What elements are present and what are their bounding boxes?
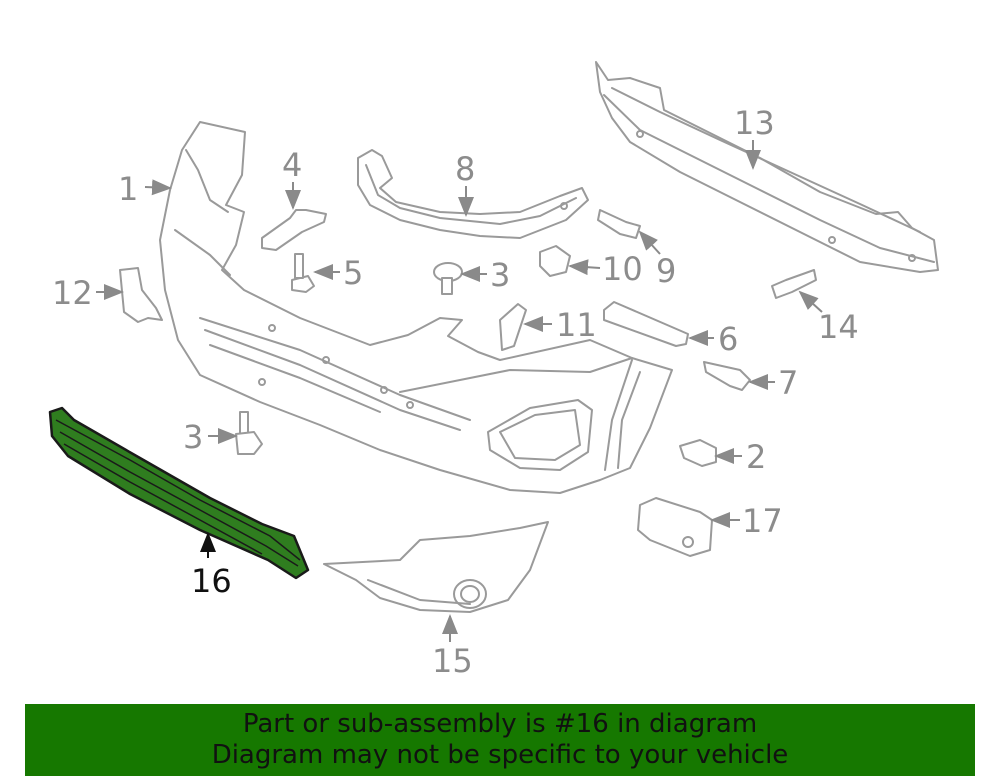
callout-4: 4 [282, 146, 302, 184]
screw-part-9 [597, 209, 641, 239]
strip-part-6 [603, 301, 689, 347]
bracket-part-8 [357, 149, 589, 239]
callout-1: 1 [118, 170, 138, 208]
lower-grille-part-16 [48, 406, 310, 580]
callout-3-lower: 3 [183, 418, 203, 456]
parts-diagram: 1 4 8 13 12 5 3 10 9 14 11 6 7 3 2 17 15… [48, 61, 939, 680]
clip-part-3-upper [433, 262, 463, 295]
banner-line-2: Diagram may not be specific to your vehi… [211, 740, 789, 770]
bumper-cover-part-1 [159, 121, 673, 494]
arrow-1 [144, 179, 172, 196]
callout-labels: 1 4 8 13 12 5 3 10 9 14 11 6 7 3 2 17 15… [52, 104, 859, 680]
callout-3-upper: 3 [490, 256, 510, 294]
screw-part-7 [703, 361, 751, 391]
callout-15: 15 [432, 642, 473, 680]
tab-part-11 [499, 303, 527, 351]
clip-part-2 [679, 439, 717, 467]
bolt-part-3-lower [235, 411, 263, 455]
callout-16: 16 [191, 562, 232, 600]
arrow-10 [568, 259, 601, 276]
side-bracket-part-12 [119, 267, 163, 323]
callout-7: 7 [778, 364, 798, 402]
callout-12: 12 [52, 274, 93, 312]
sensor-part-17 [637, 497, 713, 557]
arrow-14 [798, 290, 823, 313]
callout-17: 17 [742, 502, 783, 540]
callout-13: 13 [734, 104, 775, 142]
bolt-part-5 [291, 253, 315, 293]
callout-11: 11 [556, 306, 597, 344]
bolt-part-14 [771, 269, 817, 299]
banner-line-1: Part or sub-assembly is #16 in diagram [242, 709, 758, 739]
leader-arrows [96, 140, 823, 642]
callout-8: 8 [455, 150, 475, 188]
bracket-part-4 [261, 209, 327, 251]
callout-2: 2 [746, 438, 766, 476]
info-banner: Part or sub-assembly is #16 in diagram D… [25, 704, 975, 776]
fog-bezel-part-15 [323, 521, 549, 613]
callout-6: 6 [718, 320, 738, 358]
nut-part-10 [539, 245, 571, 277]
callout-14: 14 [818, 308, 859, 346]
arrow-9 [638, 230, 661, 255]
callout-9: 9 [656, 252, 676, 290]
callout-10: 10 [602, 250, 643, 288]
callout-5: 5 [343, 254, 363, 292]
